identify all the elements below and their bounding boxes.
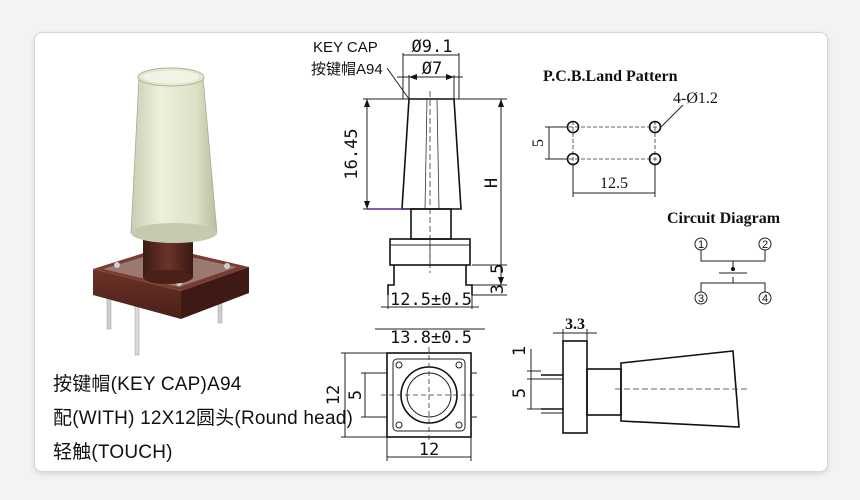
dim-body-width: 12.5±0.5 — [390, 290, 472, 310]
caption-line-2: 配(WITH) 12X12圆头(Round head) — [53, 408, 354, 429]
pin-3-label: 3 — [698, 293, 704, 305]
cap-outline — [401, 98, 462, 210]
pin-2-label: 2 — [762, 239, 768, 251]
circuit-diagram: Circuit Diagram 1 2 3 4 — [667, 210, 781, 305]
pin-1-label: 1 — [698, 239, 704, 251]
caption-line-1: 按键帽(KEY CAP)A94 — [53, 374, 242, 395]
dim-cap-top-outer: Ø9.1 — [412, 37, 453, 57]
caption-line-3: 轻触(TOUCH) — [53, 442, 173, 463]
top-view: 12 5 12 — [324, 347, 477, 461]
dim-top-left-inner: 5 — [346, 390, 366, 400]
dim-body-outer: 13.8±0.5 — [390, 328, 472, 348]
diagram-card: 16.45 H 3.5 Ø9.1 Ø7 KEY CAP 按键帽A94 12.5±… — [34, 32, 828, 472]
dim-side-pin-span: 5 — [510, 388, 530, 398]
pcb-dim-vertical: 5 — [530, 139, 547, 147]
dim-side-top: 3.3 — [565, 316, 585, 333]
circuit-title: Circuit Diagram — [667, 210, 781, 227]
dim-top-bottom: 12 — [419, 440, 439, 460]
side-view: 3.3 1 5 — [510, 316, 749, 434]
dim-cap-height: 16.45 — [342, 128, 362, 179]
pcb-land-pattern: P.C.B.Land Pattern 4-Ø1.2 5 12.5 — [530, 68, 718, 197]
technical-drawing: 16.45 H 3.5 Ø9.1 Ø7 KEY CAP 按键帽A94 12.5±… — [93, 37, 781, 461]
dim-side-pin-gap: 1 — [510, 346, 530, 356]
dim-top-left-outer: 12 — [324, 385, 344, 405]
dim-total-height: H — [482, 178, 502, 188]
product-3d-image — [93, 67, 249, 356]
key-cap-label-cn: 按键帽A94 — [311, 61, 383, 78]
pcb-title: P.C.B.Land Pattern — [543, 68, 678, 85]
dim-cap-top-inner: Ø7 — [422, 59, 442, 79]
pin-4-label: 4 — [762, 293, 768, 305]
dim-pin-length: 3.5 — [488, 264, 508, 295]
pcb-hole-spec: 4-Ø1.2 — [673, 90, 718, 107]
key-cap-label: KEY CAP — [313, 39, 378, 56]
front-view: 16.45 H 3.5 Ø9.1 Ø7 KEY CAP 按键帽A94 12.5±… — [311, 37, 508, 348]
pcb-dim-horizontal: 12.5 — [600, 175, 628, 192]
